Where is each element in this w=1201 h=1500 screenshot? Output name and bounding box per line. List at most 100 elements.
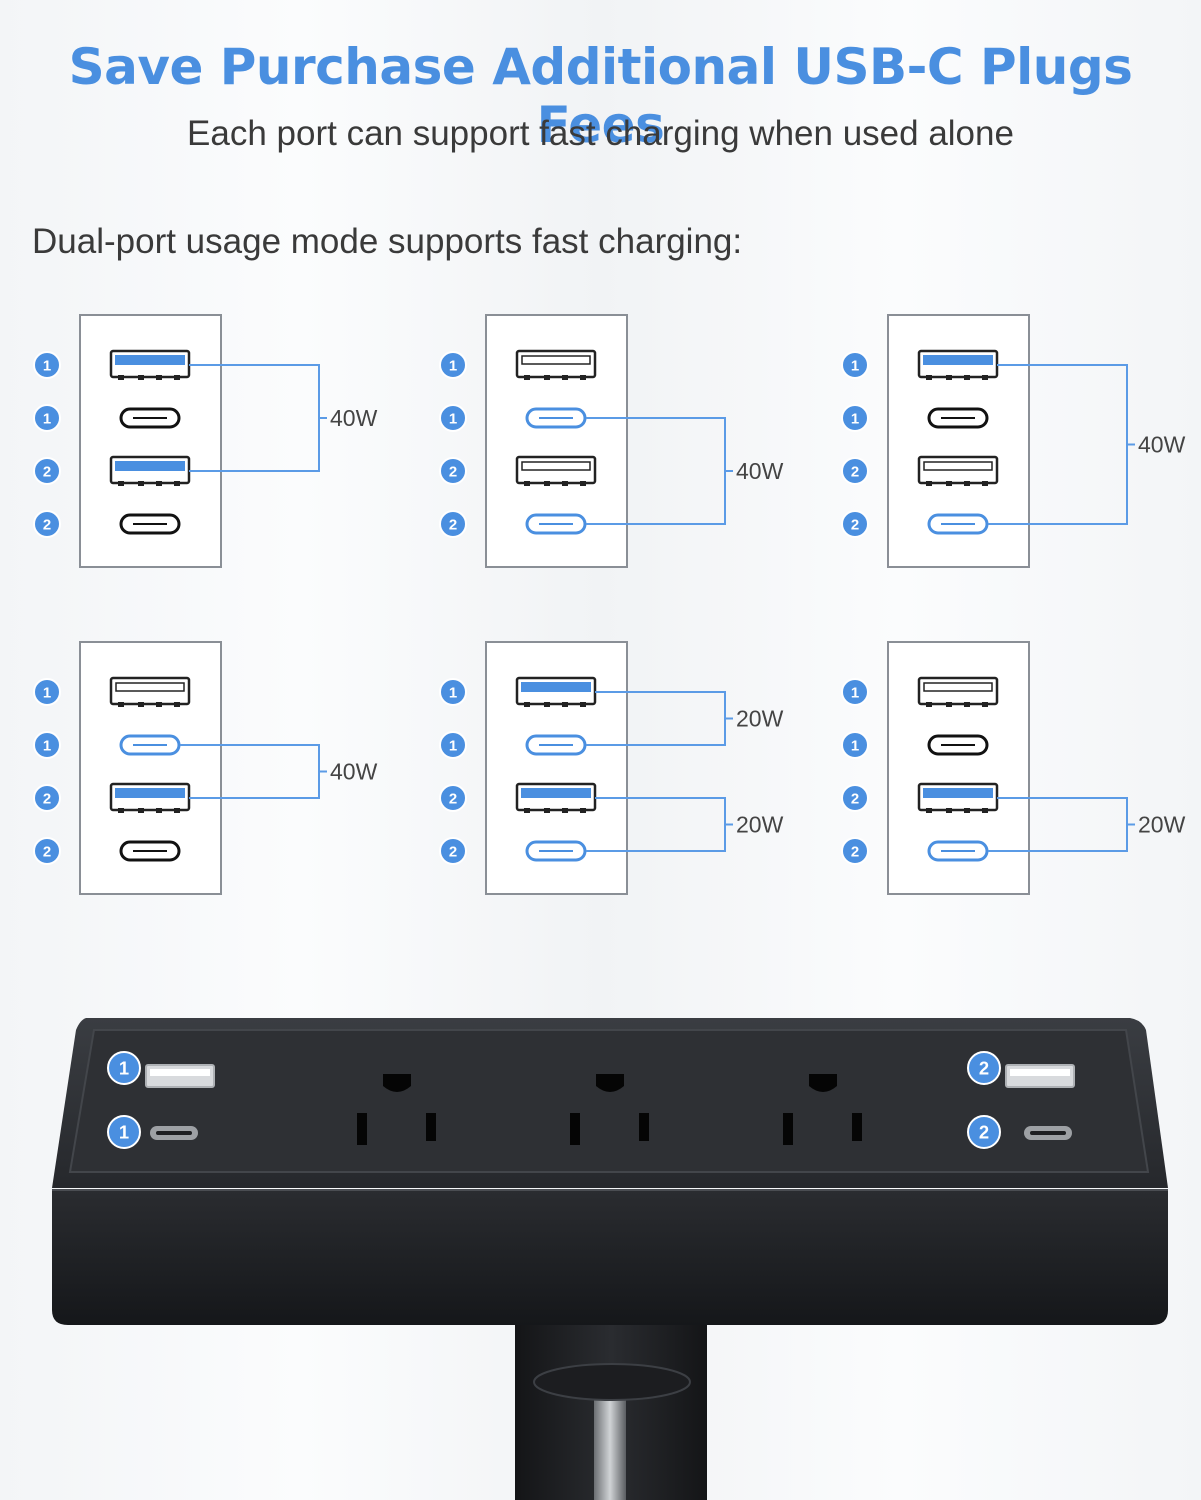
port-number-label: 2 bbox=[979, 1058, 989, 1079]
port-number-label: 2 bbox=[43, 843, 51, 860]
strip-usb-a-port bbox=[145, 1064, 215, 1088]
port-number-label: 1 bbox=[851, 357, 859, 374]
strip-front bbox=[52, 1190, 1168, 1325]
usb-a-port-icon bbox=[917, 349, 999, 380]
port-number-badge bbox=[33, 731, 61, 759]
port-number-badge bbox=[841, 457, 869, 485]
strip-usb-a-port bbox=[1005, 1064, 1075, 1088]
wattage-label: 40W bbox=[1138, 432, 1186, 458]
usb-c-port-icon bbox=[927, 513, 989, 535]
port-number-label: 2 bbox=[851, 516, 859, 533]
port-number-badge bbox=[33, 837, 61, 865]
usb-c-port-icon bbox=[927, 734, 989, 756]
port-number-badge bbox=[967, 1115, 1001, 1149]
port-number-label: 1 bbox=[43, 410, 51, 427]
charging-mode-diagrams: 112240W112240W112240W112240W112220W20W11… bbox=[33, 314, 1186, 895]
charging-mode-diagram: 1 1 2 2 40W bbox=[841, 314, 1186, 568]
port-number-label: 1 bbox=[851, 684, 859, 701]
port-number-label: 1 bbox=[449, 357, 457, 374]
port-number-badge bbox=[841, 837, 869, 865]
port-number-label: 1 bbox=[43, 737, 51, 754]
wattage-label: 20W bbox=[1138, 812, 1186, 838]
port-number-badge bbox=[841, 784, 869, 812]
wattage-label: 40W bbox=[330, 759, 378, 785]
port-number-label: 1 bbox=[119, 1122, 129, 1143]
port-number-label: 2 bbox=[449, 790, 457, 807]
port-number-badge bbox=[33, 457, 61, 485]
port-number-label: 2 bbox=[449, 463, 457, 480]
port-number-badge bbox=[107, 1115, 141, 1149]
charging-mode-diagram: 1 1 2 2 40W bbox=[33, 641, 378, 895]
usb-a-port-icon bbox=[109, 349, 191, 380]
port-number-label: 1 bbox=[119, 1058, 129, 1079]
usb-c-port-icon bbox=[927, 840, 989, 862]
usb-c-port-icon bbox=[119, 734, 181, 756]
usb-a-port-icon bbox=[515, 455, 597, 486]
usb-a-port-icon bbox=[515, 676, 597, 707]
port-number-label: 2 bbox=[851, 463, 859, 480]
port-number-badge bbox=[841, 404, 869, 432]
port-number-label: 1 bbox=[851, 737, 859, 754]
port-number-badge bbox=[841, 351, 869, 379]
usb-c-port-icon bbox=[525, 734, 587, 756]
port-number-badge bbox=[439, 731, 467, 759]
ac-outlet bbox=[783, 1074, 862, 1145]
port-number-label: 2 bbox=[43, 463, 51, 480]
charging-mode-diagram: 1 1 2 2 20W 20W bbox=[439, 641, 784, 895]
port-number-label: 1 bbox=[449, 684, 457, 701]
port-number-label: 1 bbox=[449, 737, 457, 754]
port-number-badge bbox=[439, 351, 467, 379]
strip-usb-c-port bbox=[150, 1126, 198, 1140]
port-number-badge bbox=[439, 510, 467, 538]
wattage-label: 40W bbox=[330, 405, 378, 431]
usb-c-port-icon bbox=[525, 513, 587, 535]
port-number-badge bbox=[439, 404, 467, 432]
port-number-badge bbox=[33, 404, 61, 432]
dual-port-label: Dual-port usage mode supports fast charg… bbox=[32, 222, 743, 261]
port-number-badge bbox=[841, 731, 869, 759]
port-number-badge bbox=[439, 837, 467, 865]
port-number-label: 2 bbox=[449, 516, 457, 533]
port-number-label: 2 bbox=[851, 843, 859, 860]
usb-c-port-icon bbox=[525, 840, 587, 862]
wattage-label: 20W bbox=[736, 812, 784, 838]
port-number-badge bbox=[841, 678, 869, 706]
port-number-badge bbox=[439, 784, 467, 812]
port-number-badge bbox=[107, 1051, 141, 1085]
wattage-label: 40W bbox=[736, 458, 784, 484]
strip-top-panel bbox=[68, 1029, 1150, 1173]
port-number-label: 2 bbox=[43, 516, 51, 533]
charging-mode-diagram: 1 1 2 2 20W bbox=[841, 641, 1186, 895]
page-subtitle: Each port can support fast charging when… bbox=[187, 114, 1014, 153]
port-number-badge bbox=[439, 678, 467, 706]
port-number-label: 2 bbox=[851, 790, 859, 807]
usb-c-port-icon bbox=[119, 513, 181, 535]
usb-a-port-icon bbox=[109, 676, 191, 707]
port-number-label: 1 bbox=[851, 410, 859, 427]
clamp-knob bbox=[533, 1363, 691, 1401]
port-number-label: 2 bbox=[979, 1122, 989, 1143]
usb-a-port-icon bbox=[917, 782, 999, 813]
usb-c-port-icon bbox=[119, 407, 181, 429]
port-number-label: 2 bbox=[43, 790, 51, 807]
strip-usb-c-port bbox=[1024, 1126, 1072, 1140]
usb-a-port-icon bbox=[515, 782, 597, 813]
power-strip-illustration: 1 1 2 2 bbox=[52, 1018, 1168, 1500]
port-number-badge bbox=[33, 351, 61, 379]
port-number-badge bbox=[439, 457, 467, 485]
port-number-label: 2 bbox=[449, 843, 457, 860]
port-number-badge bbox=[967, 1051, 1001, 1085]
wattage-label: 20W bbox=[736, 706, 784, 732]
ac-outlet bbox=[570, 1074, 649, 1145]
port-number-badge bbox=[841, 510, 869, 538]
usb-c-port-icon bbox=[119, 840, 181, 862]
usb-a-port-icon bbox=[109, 455, 191, 486]
usb-a-port-icon bbox=[109, 782, 191, 813]
usb-a-port-icon bbox=[917, 455, 999, 486]
port-number-badge bbox=[33, 784, 61, 812]
port-number-label: 1 bbox=[43, 684, 51, 701]
ac-outlet bbox=[357, 1074, 436, 1145]
port-number-badge bbox=[33, 510, 61, 538]
usb-a-port-icon bbox=[917, 676, 999, 707]
